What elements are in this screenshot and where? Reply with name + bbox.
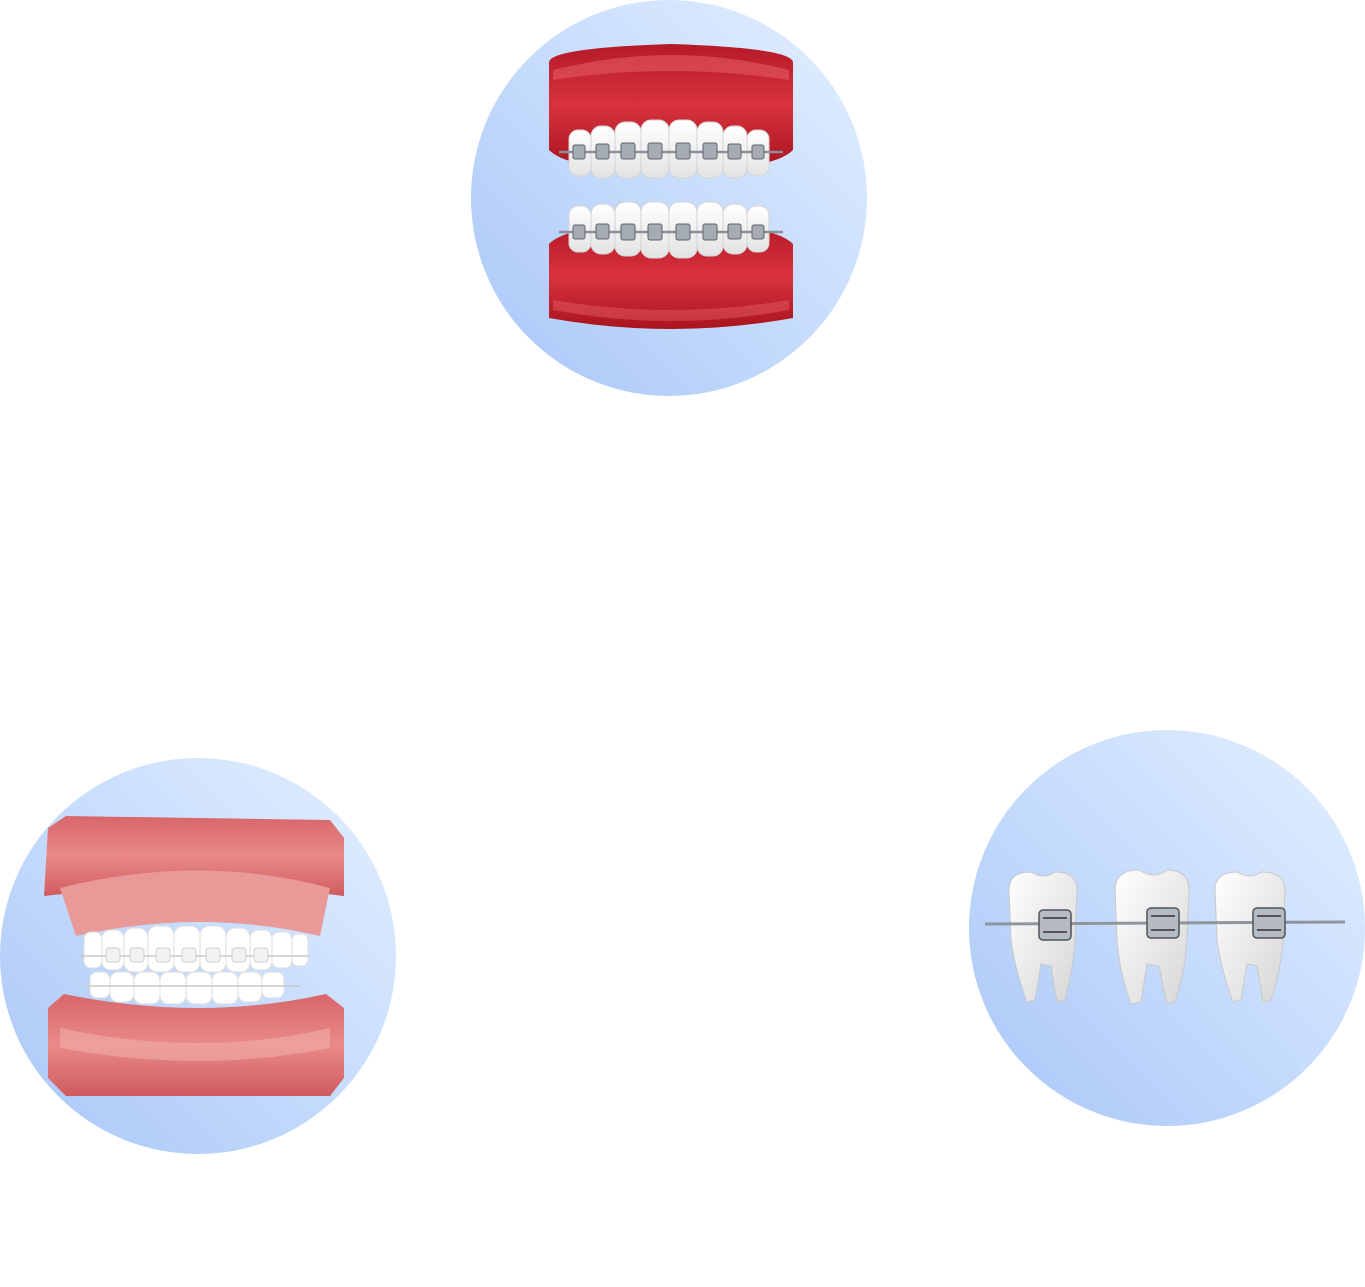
ceramic-braces-bubble[interactable]	[0, 758, 396, 1154]
metal-braces-bubble[interactable]	[471, 0, 867, 396]
ceramic-braces-jaw-model-image	[44, 816, 344, 1096]
braces-on-molars-bubble[interactable]	[969, 730, 1365, 1126]
braces-on-molars-image	[984, 869, 1346, 1005]
metal-braces-jaw-model-image	[549, 44, 793, 329]
